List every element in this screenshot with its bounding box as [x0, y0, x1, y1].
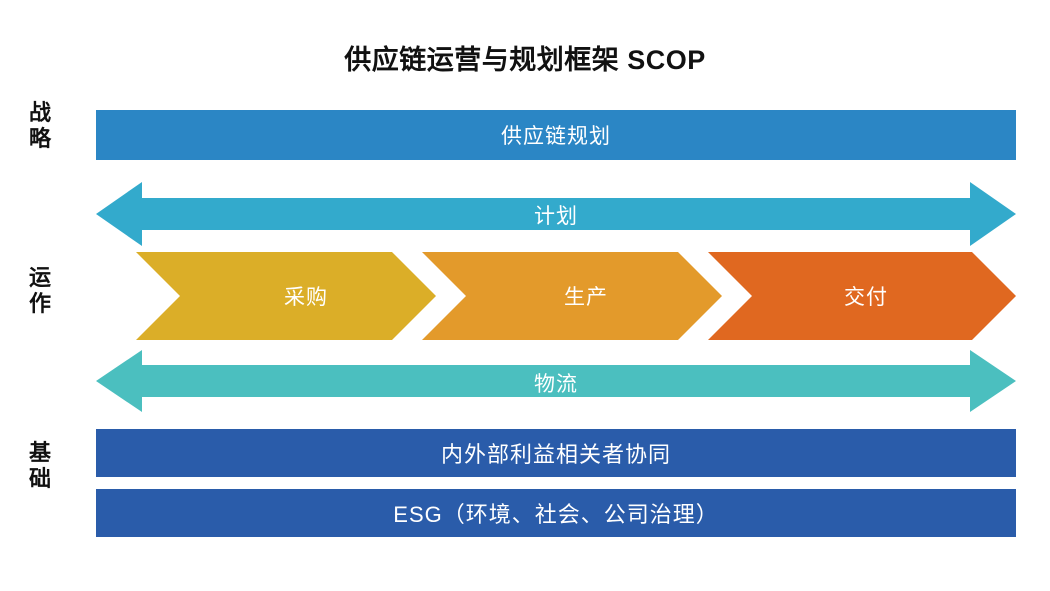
tier-label-operations-char-1: 运: [28, 265, 51, 290]
plan-double-arrow-icon: [96, 182, 1016, 246]
tier-label-foundation: 基 础: [12, 440, 68, 492]
tier-label-foundation-char-1: 基: [28, 440, 51, 465]
tier-label-strategy-char-1: 战: [28, 100, 51, 125]
tier-label-operations-char-2: 作: [28, 290, 51, 316]
band-plan: 计划: [96, 182, 1016, 246]
tier-label-strategy-char-2: 略: [28, 125, 51, 151]
band-esg-label: ESG（环境、社会、公司治理）: [393, 502, 719, 527]
band-supply-chain-planning-label: 供应链规划: [501, 125, 611, 148]
tier-label-strategy: 战 略: [12, 100, 68, 152]
tier-label-operations: 运 作: [12, 265, 68, 317]
band-supply-chain-planning: 供应链规划: [96, 110, 1016, 160]
chevron-delivery-shape: [708, 252, 1016, 340]
logistics-double-arrow-icon: [96, 350, 1016, 412]
chevron-shapes: [136, 252, 1016, 340]
operations-chevron-row: 采购 生产 交付: [136, 252, 1016, 340]
tier-label-foundation-char-2: 础: [28, 465, 51, 491]
page-title: 供应链运营与规划框架 SCOP: [344, 45, 706, 75]
band-stakeholder-collaboration-label: 内外部利益相关者协同: [440, 442, 671, 467]
chevron-production-shape: [422, 252, 722, 340]
band-stakeholder-collaboration: 内外部利益相关者协同: [96, 429, 1016, 477]
chevron-procurement-shape: [136, 252, 436, 340]
band-esg: ESG（环境、社会、公司治理）: [96, 489, 1016, 537]
band-logistics: 物流: [96, 350, 1016, 412]
